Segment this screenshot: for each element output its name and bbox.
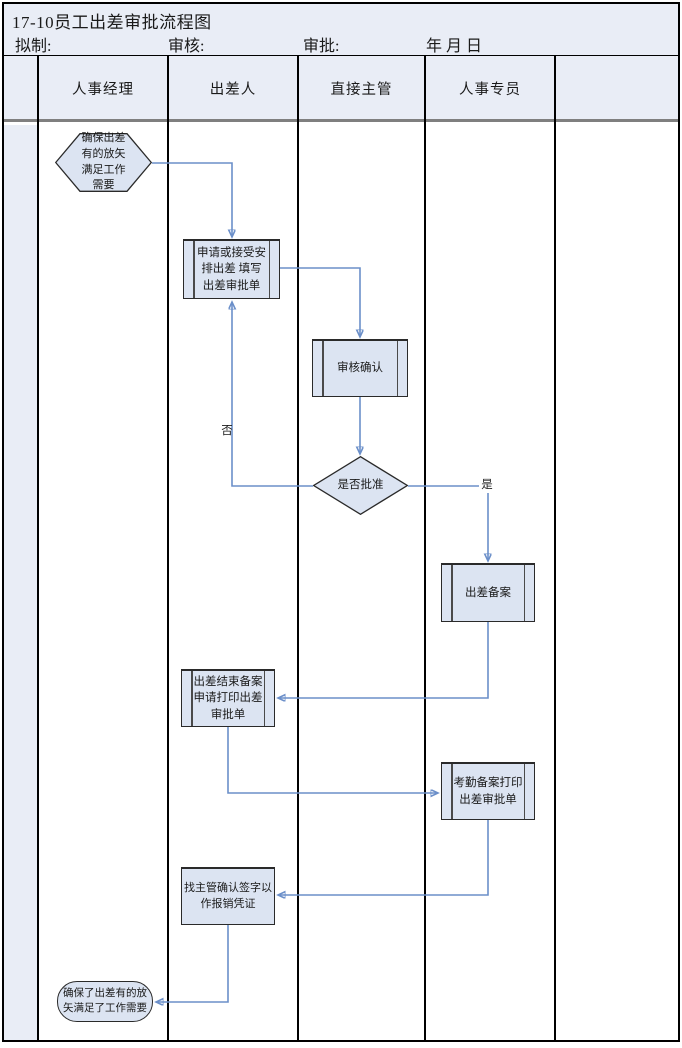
node-attendance-filing: 考勤备案打印 出差审批单: [441, 762, 535, 820]
node-trip-end-filing: 出差结束备案 申请打印出差 审批单: [181, 669, 275, 727]
predefined-process-bar: [451, 764, 453, 819]
predefined-process-bar: [268, 241, 270, 298]
drafted-by-label: 拟制:: [15, 38, 52, 55]
node-review-confirm-text: 审核确认: [337, 362, 383, 375]
diamond-shape: [313, 456, 408, 515]
node-trip-filing-text: 出差备案: [465, 586, 511, 599]
predefined-process-bar: [451, 565, 453, 621]
reviewed-by-label: 审核:: [168, 38, 205, 55]
left-margin-strip: [4, 125, 38, 1040]
node-decision-approved: 是否批准: [313, 456, 408, 515]
predefined-process-bar: [396, 341, 398, 396]
predefined-process-bar: [193, 241, 195, 298]
predefined-process-bar: [322, 341, 324, 396]
hexagon-shape: [55, 133, 152, 192]
node-apply-trip-text: 申请或接受安 排出差 填写 出差审批单: [197, 247, 266, 292]
swimlane-header-row: [4, 56, 678, 122]
node-trip-filing: 出差备案: [441, 563, 535, 622]
node-trip-end-filing-text: 出差结束备案 申请打印出差 审批单: [193, 676, 263, 721]
lane-divider-4: [424, 56, 426, 1040]
predefined-process-bar: [523, 764, 525, 819]
node-supervisor-sign: 找主管确认签字以 作报销凭证: [181, 867, 275, 925]
node-attendance-filing-text: 考勤备案打印 出差审批单: [453, 777, 523, 806]
node-start-hexagon: 确保出差 有的放矢 满足工作 需要: [55, 132, 152, 192]
date-label: 年 月 日: [426, 38, 483, 55]
edge-label-yes: 是: [479, 477, 495, 493]
node-decision-text: 是否批准: [337, 479, 384, 492]
predefined-process-bar: [523, 565, 525, 621]
lane-divider-5: [554, 56, 556, 1040]
approved-by-label: 审批:: [303, 38, 340, 55]
lane-header-empty: [555, 78, 678, 102]
lane-header-traveler: 出差人: [209, 82, 257, 98]
predefined-process-bar: [263, 671, 265, 726]
node-supervisor-sign-text: 找主管确认签字以 作报销凭证: [184, 881, 272, 910]
node-start-text: 确保出差 有的放矢 满足工作 需要: [81, 132, 126, 192]
edge-label-no: 否: [221, 425, 233, 437]
lane-header-hr-specialist: 人事专员: [459, 82, 521, 98]
lane-divider-2: [167, 56, 169, 1040]
predefined-process-bar: [191, 671, 193, 726]
node-end-text: 确保了出差有的放 矢满足了工作需要: [63, 988, 147, 1014]
lane-header-hr-manager: 人事经理: [72, 82, 134, 98]
node-review-confirm: 审核确认: [312, 339, 408, 397]
page-title: 17-10员工出差审批流程图: [12, 13, 212, 32]
lane-header-supervisor: 直接主管: [330, 82, 393, 98]
lane-divider-1: [37, 56, 39, 1040]
node-apply-trip: 申请或接受安 排出差 填写 出差审批单: [183, 239, 280, 299]
title-block: 17-10员工出差审批流程图 拟制: 审核: 审批: 年 月 日: [4, 4, 678, 56]
node-end-terminator: 确保了出差有的放 矢满足了工作需要: [57, 981, 153, 1022]
lane-divider-3: [297, 56, 299, 1040]
